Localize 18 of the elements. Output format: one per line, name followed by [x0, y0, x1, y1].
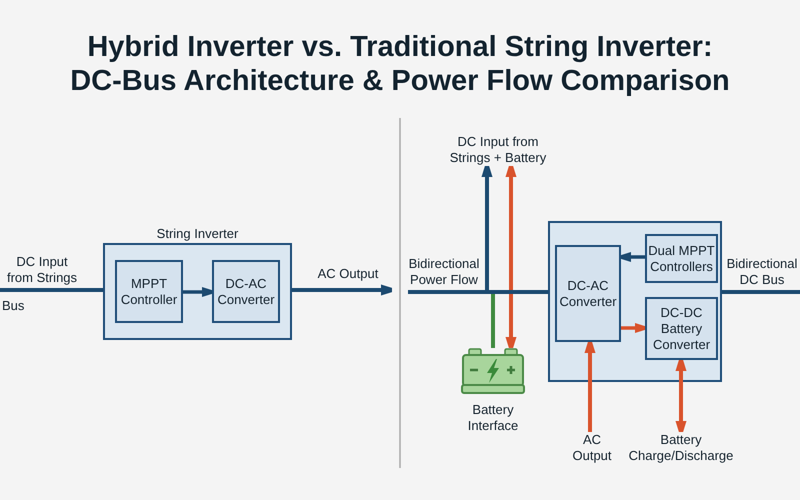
connector-line — [722, 290, 800, 294]
edge-label: DC Input from Strings — [4, 254, 80, 286]
caption-text: Battery Interface — [466, 402, 520, 434]
connector-line — [0, 288, 103, 292]
inverter-box — [548, 221, 722, 382]
annotation-text: Bus — [2, 298, 24, 314]
connector-line — [408, 290, 548, 294]
component-box: MPPT Controller — [115, 260, 183, 323]
flow-label: AC Output — [562, 432, 622, 464]
component-box: DC-AC Converter — [555, 245, 621, 342]
component-box: DC-DC Battery Converter — [645, 297, 718, 360]
title: Hybrid Inverter vs. Traditional String Inverter: DC-Bus Architecture & Power Flow Comparison — [69, 30, 731, 98]
component-box: Dual MPPT Controllers — [645, 234, 718, 283]
box-title: String Inverter — [156, 226, 240, 243]
flow-label: DC Input from Strings + Battery — [444, 134, 552, 166]
component-box: DC-AC Converter — [212, 260, 280, 323]
connector-line — [491, 294, 495, 348]
flow-label: Battery Charge/Discharge — [624, 432, 738, 464]
